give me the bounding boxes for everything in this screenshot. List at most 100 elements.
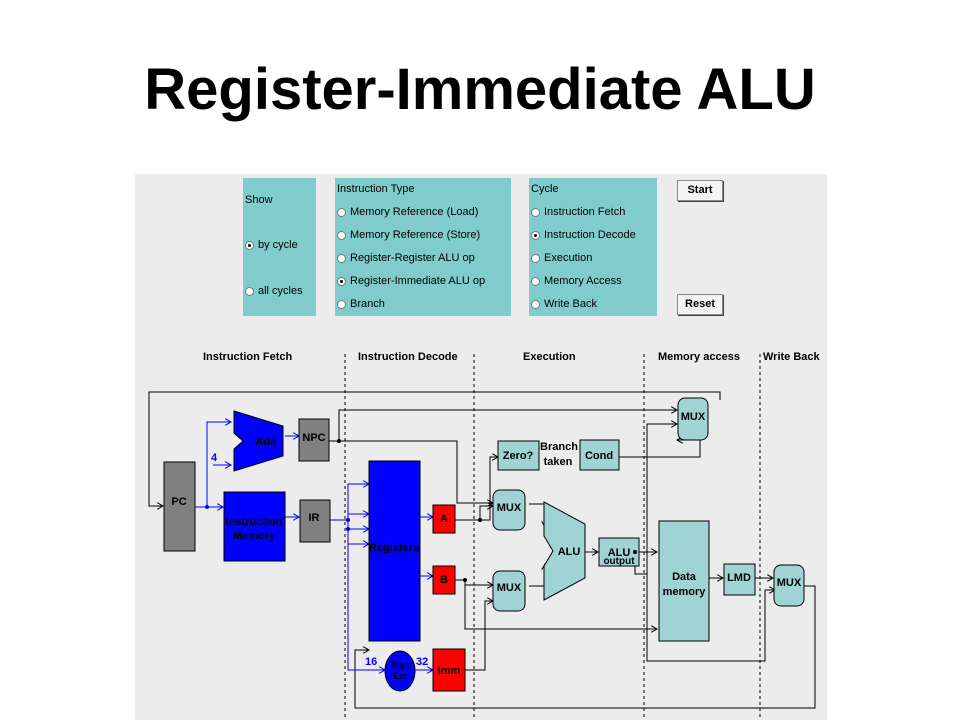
sign-extend-label: Ext [393,671,407,681]
wire [529,503,545,527]
instruction-memory-label: Memory [233,530,276,542]
radio-store[interactable] [337,230,346,240]
start-button[interactable]: Start [677,180,723,201]
itype-option-label: Branch [350,298,385,310]
a-label: A [440,513,448,525]
wire-junction [633,550,637,554]
radio-reg-reg[interactable] [337,253,346,263]
wire-junction [346,527,350,531]
wire-active [330,484,369,521]
mux-label: MUX [497,582,522,594]
radio-execution[interactable] [531,253,540,263]
show-option-label: all cycles [258,285,303,297]
instruction-type-panel: Instruction Type Memory Reference (Load)… [335,178,511,316]
adder-label: Add [255,436,276,448]
cycle-option-fetch[interactable]: Instruction Fetch [531,206,625,218]
alu-output-label: output [603,556,635,567]
alu-output-register [598,537,640,567]
b-label: B [440,574,448,586]
slide-title: Register-Immediate ALU [144,57,816,122]
cycle-option-label: Memory Access [544,275,622,287]
imm-register [432,648,466,692]
stage-label-fetch: Instruction Fetch [203,351,293,363]
radio-branch[interactable] [337,299,346,309]
radio-decode[interactable] [531,230,540,240]
npc-register [298,418,330,462]
wire-active [185,422,231,508]
show-panel: Show by cycle all cycles [243,178,316,316]
stage-label-execution: Execution [523,351,576,363]
wire [329,410,677,442]
alu-label: ALU [558,546,581,558]
wire [646,574,775,662]
branch-taken-label: Branch [540,441,578,453]
stage-label-memory: Memory access [658,351,740,363]
b-register [432,565,456,595]
alu-output-label: ALU [608,547,631,559]
radio-reg-imm[interactable] [337,276,346,286]
ir-register [299,499,331,543]
wire [339,440,493,503]
ir-label: IR [309,512,320,524]
imm-label: Imm [438,665,461,677]
registers-label: Registers [369,542,419,554]
npc-label: NPC [302,432,325,444]
instruction-type-heading: Instruction Type [337,183,415,195]
radio-all-cycles[interactable] [245,286,254,296]
lmd-label: LMD [727,572,751,584]
wire-junction [205,505,209,509]
cycle-panel: Cycle Instruction Fetch Instruction Deco… [529,178,657,316]
itype-option-branch[interactable]: Branch [337,298,385,310]
data-memory [658,520,710,642]
cycle-option-label: Instruction Decode [544,229,636,241]
itype-option-reg-reg[interactable]: Register-Register ALU op [337,252,475,264]
register-file [368,460,421,642]
itype-option-label: Memory Reference (Load) [350,206,479,218]
wire-junction [346,518,350,522]
cycle-option-execution[interactable]: Execution [531,252,592,264]
show-option-by-cycle[interactable]: by cycle [245,239,298,251]
wire [529,564,545,587]
zero-test [497,440,540,471]
wire [354,585,816,709]
datapath-diagram: Instruction Fetch Instruction Decode Exe… [148,351,821,720]
stage-label-writeback: Write Back [763,351,821,363]
show-option-all-cycles[interactable]: all cycles [245,285,303,297]
wire [455,579,657,629]
mux-label: MUX [497,502,522,514]
alu-unit [543,501,586,601]
cond-register [579,439,620,471]
pc-adder [233,410,284,472]
constant-four-label: 4 [211,452,218,464]
cycle-option-writeback[interactable]: Write Back [531,298,597,310]
instruction-memory [223,491,286,562]
bit-width-16-label: 16 [365,656,377,668]
itype-option-reg-imm[interactable]: Register-Immediate ALU op [337,275,485,287]
reset-button[interactable]: Reset [677,294,723,315]
wire-junction [337,439,341,443]
cycle-option-label: Write Back [544,298,597,310]
itype-option-load[interactable]: Memory Reference (Load) [337,206,478,218]
pipeline-applet: Show by cycle all cycles Instruction Typ… [135,174,827,720]
itype-option-label: Register-Immediate ALU op [350,275,486,287]
radio-load[interactable] [337,207,346,217]
sign-extend-label: Sign [390,660,410,670]
cycle-option-memory[interactable]: Memory Access [531,275,622,287]
radio-memory[interactable] [531,276,540,286]
wire-active [347,520,385,670]
cond-label: Cond [585,450,613,462]
pc-register [163,461,196,552]
mux-label: MUX [681,411,706,423]
a-register [432,504,456,534]
radio-writeback[interactable] [531,299,540,309]
radio-by-cycle[interactable] [245,240,254,250]
itype-option-store[interactable]: Memory Reference (Store) [337,229,480,241]
wire [455,506,493,521]
wire-junction [478,518,482,522]
cycle-option-decode[interactable]: Instruction Decode [531,229,636,241]
radio-fetch[interactable] [531,207,540,217]
wire [465,601,493,671]
cycle-option-label: Execution [544,252,593,264]
wire-junction [463,578,467,582]
branch-taken-label: taken [544,456,573,468]
